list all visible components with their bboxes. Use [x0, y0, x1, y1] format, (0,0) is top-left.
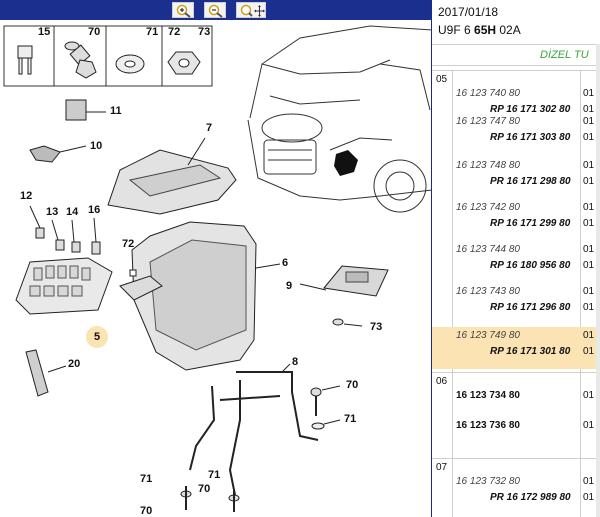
part-reference[interactable]: 16 123 734 80	[456, 390, 520, 401]
callout-72[interactable]: 72	[168, 26, 181, 38]
engine-filter: DİZEL TU	[432, 44, 600, 66]
part-row[interactable]: 16 123 734 80 01	[432, 387, 600, 417]
diagram-toolbar	[0, 0, 431, 20]
vehicle-model-code: U9F 6 65H 02A	[438, 23, 521, 37]
group-number: 06	[436, 376, 448, 387]
part-qty: 01	[583, 132, 595, 143]
part-reference[interactable]: 16 123 732 80	[456, 476, 520, 487]
callout-10[interactable]: 10	[90, 140, 103, 152]
callout-70[interactable]: 70	[88, 26, 101, 38]
part-row-selected[interactable]: 16 123 749 80 RP 16 171 301 80 01 01	[432, 327, 600, 369]
part-qty: 01	[583, 176, 595, 187]
part-rp-number[interactable]: RP 16 171 299 80	[490, 218, 571, 229]
part-row[interactable]: 16 123 743 80 RP 16 171 296 80 01 01	[432, 283, 600, 325]
zoom-in-icon	[176, 4, 191, 18]
group-05: 05 16 123 740 80 RP 16 171 302 80 01 01 …	[432, 70, 600, 370]
callout-70b[interactable]: 70	[346, 379, 359, 391]
part-rp-number[interactable]: RP 16 171 301 80	[490, 346, 571, 357]
catalog-date: 2017/01/18	[438, 5, 499, 19]
callout-12[interactable]: 12	[20, 190, 33, 202]
callout-9[interactable]: 9	[286, 280, 293, 292]
part-reference[interactable]: 16 123 747 80	[456, 116, 520, 127]
part-rp-number[interactable]: PR 16 171 298 80	[490, 176, 571, 187]
group-06: 06 16 123 734 80 01 16 123 736 80 01	[432, 372, 600, 458]
column-divider	[452, 70, 453, 517]
zoom-move-icon	[240, 4, 265, 17]
part-row[interactable]: 16 123 742 80 RP 16 171 299 80 01 01	[432, 199, 600, 241]
callout-70d[interactable]: 70	[140, 505, 153, 517]
part-qty: 01	[583, 492, 595, 503]
part-qty: 01	[583, 286, 595, 297]
part-qty: 01	[583, 330, 595, 341]
part-rp-number[interactable]: PR 16 172 989 80	[490, 492, 571, 503]
zoom-in-button[interactable]	[172, 2, 194, 18]
zoom-move-button[interactable]	[236, 2, 266, 18]
part-reference[interactable]: 16 123 736 80	[456, 420, 520, 431]
callout-72b[interactable]: 72	[122, 238, 135, 250]
part-reference[interactable]: 16 123 740 80	[456, 88, 520, 99]
part-qty: 01	[583, 218, 595, 229]
callout-71c[interactable]: 71	[140, 473, 153, 485]
parts-diagram[interactable]: 15 70 71 72 73 11 7 10 12 13 14 16 72 6 …	[0, 0, 432, 517]
part-row[interactable]: 16 123 740 80 RP 16 171 302 80 01 01	[432, 85, 600, 127]
callout-71d[interactable]: 71	[208, 469, 221, 481]
callout-16[interactable]: 16	[88, 204, 101, 216]
part-reference[interactable]: 16 123 742 80	[456, 202, 520, 213]
group-number: 05	[436, 74, 448, 85]
callout-8[interactable]: 8	[292, 356, 299, 368]
group-07: 07 16 123 732 80 PR 16 172 989 80 01 01	[432, 458, 600, 517]
zoom-out-icon	[208, 4, 223, 18]
callout-71[interactable]: 71	[146, 26, 159, 38]
part-qty: 01	[583, 160, 595, 171]
parts-table: 05 16 123 740 80 RP 16 171 302 80 01 01 …	[432, 70, 600, 517]
part-qty: 01	[583, 202, 595, 213]
part-row[interactable]: 16 123 732 80 PR 16 172 989 80 01 01	[432, 473, 600, 515]
part-qty: 01	[583, 420, 595, 431]
part-qty: 01	[583, 104, 595, 115]
callout-14[interactable]: 14	[66, 206, 79, 218]
part-qty: 01	[583, 390, 595, 401]
part-qty: 01	[583, 260, 595, 271]
part-row[interactable]: 16 123 736 80 01	[432, 417, 600, 447]
model-suffix: 02A	[496, 23, 521, 37]
part-qty: 01	[583, 346, 595, 357]
part-row[interactable]: 16 123 744 80 RP 16 180 956 80 01 01	[432, 241, 600, 283]
column-divider	[580, 70, 581, 517]
model-engine-code: 65H	[474, 23, 497, 37]
part-row[interactable]: 16 123 747 80 RP 16 171 303 80 01 01	[432, 113, 600, 155]
callout-73[interactable]: 73	[198, 26, 211, 38]
callout-70c[interactable]: 70	[198, 483, 211, 495]
group-number: 07	[436, 462, 448, 473]
part-reference[interactable]: 16 123 744 80	[456, 244, 520, 255]
model-prefix: U9F 6	[438, 23, 475, 37]
exploded-view-art	[3, 25, 431, 512]
engine-label: DİZEL TU	[540, 49, 589, 61]
callout-20[interactable]: 20	[68, 358, 81, 370]
part-reference[interactable]: 16 123 749 80	[456, 330, 520, 341]
part-reference[interactable]: 16 123 748 80	[456, 160, 520, 171]
callout-71b[interactable]: 71	[344, 413, 357, 425]
part-rp-number[interactable]: RP 16 171 296 80	[490, 302, 571, 313]
callout-15[interactable]: 15	[38, 26, 51, 38]
part-qty: 01	[583, 302, 595, 313]
callout-73b[interactable]: 73	[370, 321, 383, 333]
scrollbar[interactable]	[596, 44, 600, 517]
callout-13[interactable]: 13	[46, 206, 59, 218]
part-rp-number[interactable]: RP 16 171 303 80	[490, 132, 571, 143]
zoom-out-button[interactable]	[204, 2, 226, 18]
part-row[interactable]: 16 123 748 80 PR 16 171 298 80 01 01	[432, 157, 600, 199]
parts-list-panel: 2017/01/18 U9F 6 65H 02A DİZEL TU 05 16 …	[432, 0, 600, 517]
callout-5-highlighted[interactable]: 5	[86, 326, 108, 348]
callout-11[interactable]: 11	[110, 105, 122, 117]
part-qty: 01	[583, 116, 595, 127]
part-rp-number[interactable]: RP 16 180 956 80	[490, 260, 571, 271]
part-reference[interactable]: 16 123 743 80	[456, 286, 520, 297]
part-qty: 01	[583, 476, 595, 487]
part-qty: 01	[583, 244, 595, 255]
part-rp-number[interactable]: RP 16 171 302 80	[490, 104, 571, 115]
part-qty: 01	[583, 88, 595, 99]
callout-7[interactable]: 7	[206, 122, 213, 134]
callout-6[interactable]: 6	[282, 257, 289, 269]
